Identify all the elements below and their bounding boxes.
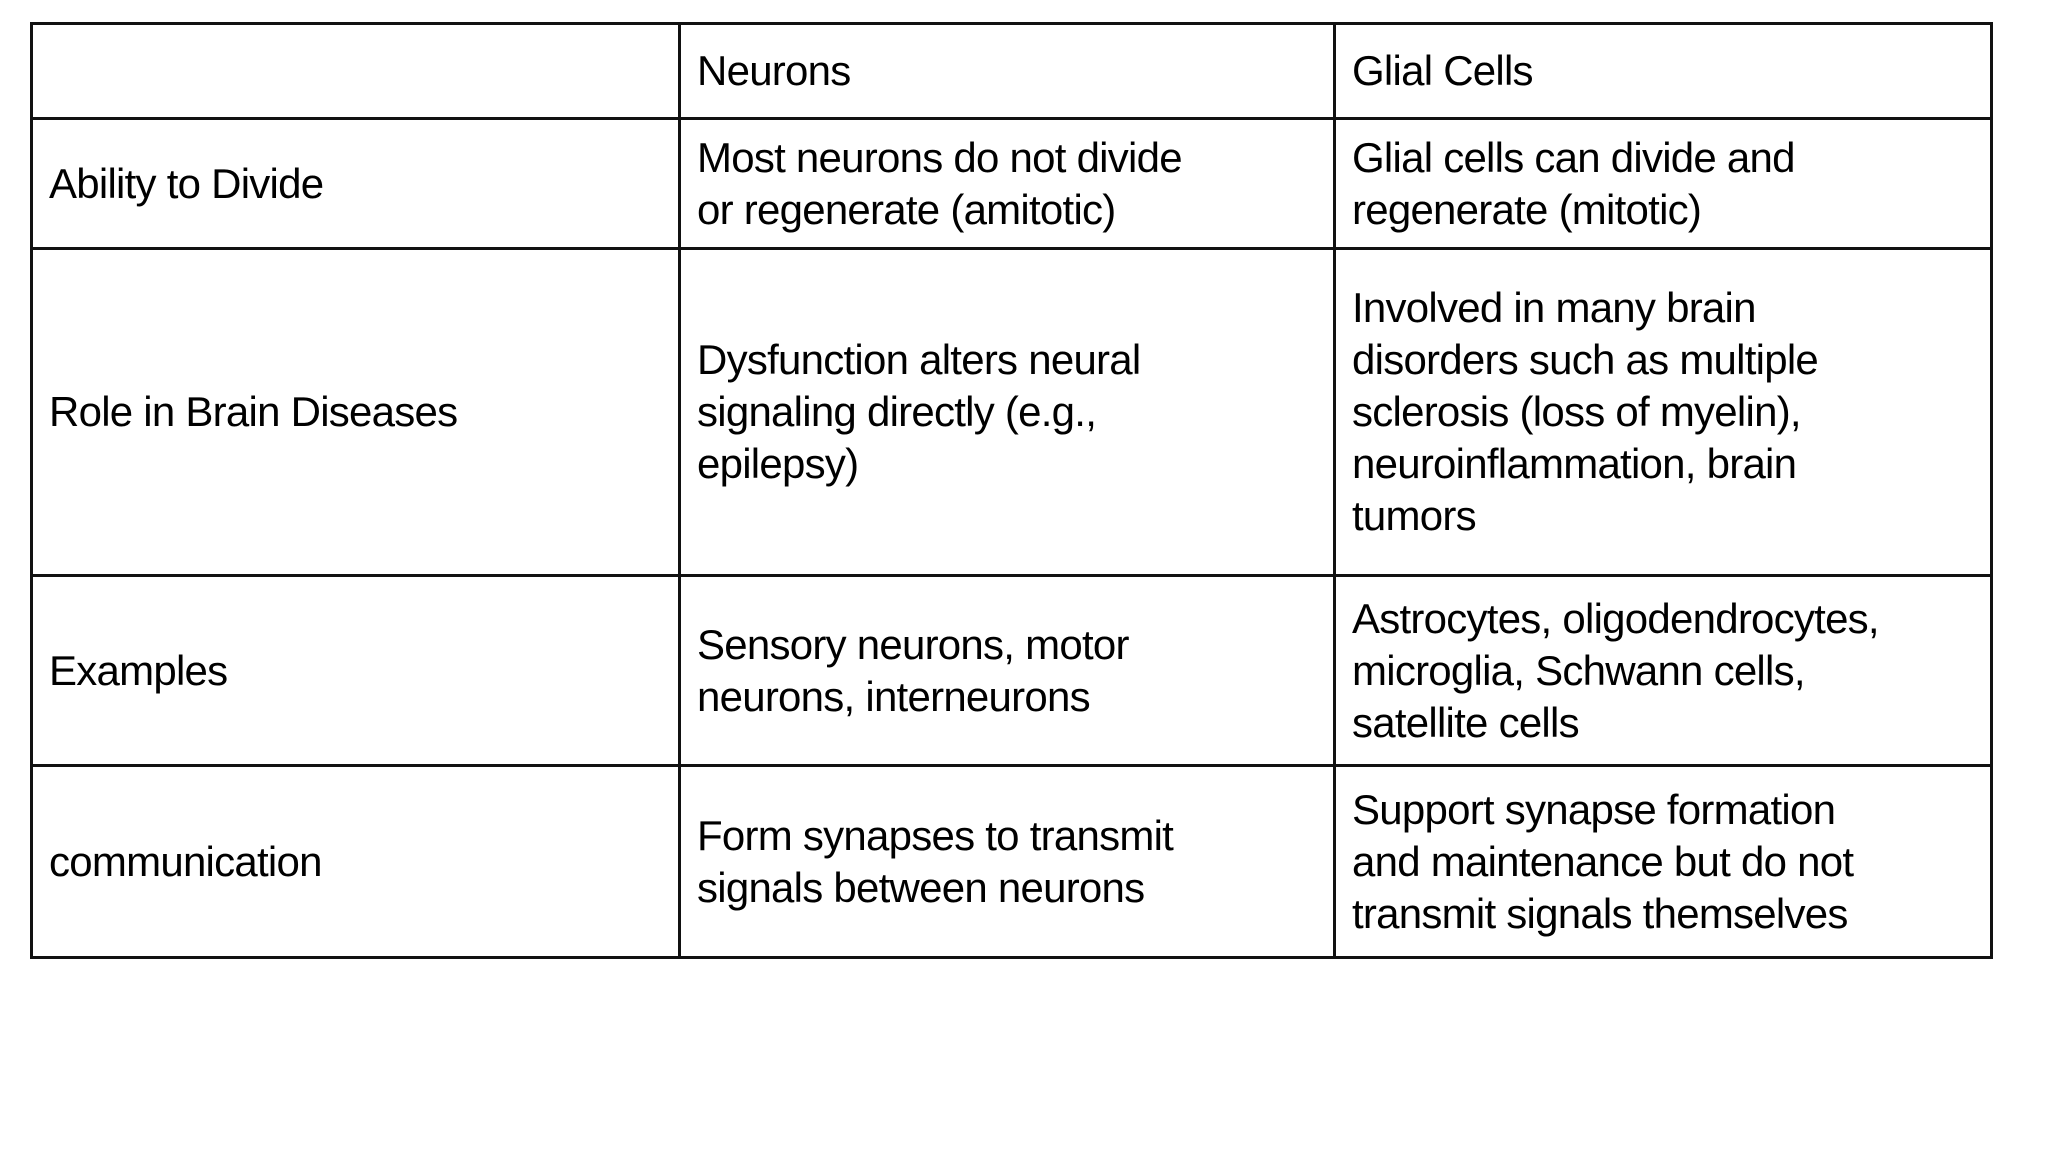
corner-cell — [30, 22, 681, 120]
cell-glial: Astrocytes, oligodendrocytes, microglia,… — [1333, 574, 1993, 767]
table-row-examples: Examples Sensory neurons, motor neurons,… — [30, 574, 1993, 767]
cell-neurons: Most neurons do not divide or regenerate… — [678, 117, 1336, 250]
column-header-neurons: Neurons — [678, 22, 1336, 120]
row-label: Examples — [30, 574, 681, 767]
cell-neurons: Dysfunction alters neural signaling dire… — [678, 247, 1336, 577]
cell-glial: Involved in many brain disorders such as… — [1333, 247, 1993, 577]
header-row: Neurons Glial Cells — [30, 22, 1993, 120]
comparison-table: Neurons Glial Cells Ability to Divide Mo… — [30, 22, 1993, 959]
row-label: Ability to Divide — [30, 117, 681, 250]
row-label: Role in Brain Diseases — [30, 247, 681, 577]
cell-glial: Glial cells can divide and regenerate (m… — [1333, 117, 1993, 250]
column-header-glial-cells: Glial Cells — [1333, 22, 1993, 120]
table-row-role-in-brain-diseases: Role in Brain Diseases Dysfunction alter… — [30, 247, 1993, 577]
table-row-communication: communication Form synapses to transmit … — [30, 764, 1993, 959]
table-row-ability-to-divide: Ability to Divide Most neurons do not di… — [30, 117, 1993, 250]
cell-neurons: Form synapses to transmit signals betwee… — [678, 764, 1336, 959]
cell-glial: Support synapse formation and maintenanc… — [1333, 764, 1993, 959]
row-label: communication — [30, 764, 681, 959]
cell-neurons: Sensory neurons, motor neurons, interneu… — [678, 574, 1336, 767]
